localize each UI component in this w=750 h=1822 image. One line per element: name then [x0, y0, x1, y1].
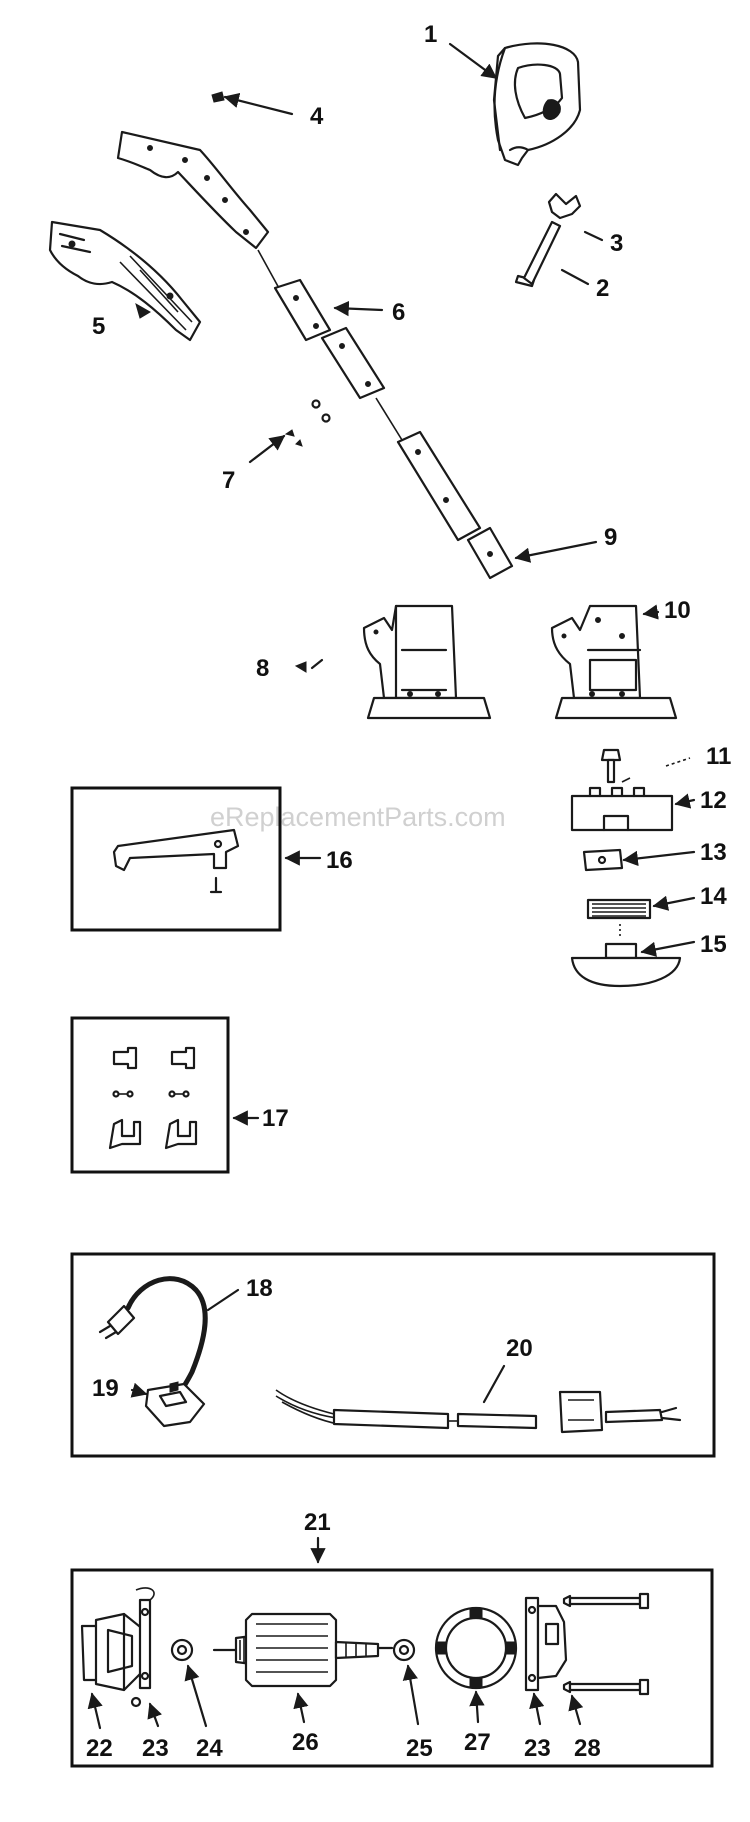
part-17-brush-kit: 17	[70, 1016, 289, 1174]
part-22-end-cap: 22	[80, 1612, 146, 1762]
callout-10: 10	[664, 597, 691, 624]
callout-23b: 23	[524, 1735, 551, 1762]
part-23-brush-holder-right: 23	[524, 1596, 568, 1762]
part-3-wing-nut: 3	[547, 192, 623, 257]
callout-9: 9	[604, 524, 617, 551]
part-7-screws-nuts: 7	[222, 399, 331, 494]
callout-27: 27	[464, 1729, 491, 1756]
callout-12: 12	[700, 787, 727, 814]
part-24-washer: 24	[170, 1638, 223, 1762]
callout-11: 11	[706, 743, 731, 770]
callout-3: 3	[610, 230, 623, 257]
callout-2: 2	[596, 275, 609, 302]
callout-18: 18	[246, 1275, 273, 1302]
part-28-through-bolts: 28	[562, 1592, 650, 1762]
callout-28: 28	[574, 1735, 601, 1762]
part-12-spool-housing: 12	[570, 786, 727, 832]
callout-23a: 23	[142, 1735, 169, 1762]
part-25-washer: 25	[392, 1638, 433, 1762]
callout-4: 4	[310, 103, 324, 130]
part-1-rear-handle: 1	[424, 21, 582, 167]
part-13-spring-clip: 13	[582, 839, 727, 872]
callout-19: 19	[92, 1375, 119, 1402]
part-2-bolt: 2	[514, 220, 609, 302]
callout-21: 21	[304, 1509, 331, 1536]
callout-26: 26	[292, 1729, 319, 1756]
part-23-brush-holder-left: 23	[130, 1587, 169, 1762]
upper-tube-assembly: 6 9	[257, 249, 617, 580]
motor-assembly-box: 22 23 24 26	[70, 1568, 714, 1768]
part-10-housing-right: 10	[550, 597, 691, 720]
part-16-kit-box: 16	[70, 786, 353, 932]
upper-handle-half	[116, 130, 270, 250]
part-5-grip-handle: 5	[48, 220, 202, 342]
callout-20: 20	[506, 1335, 533, 1362]
part-19-switch: 19	[92, 1375, 206, 1428]
part-4-screw: 4	[211, 91, 324, 130]
part-26-armature: 26	[212, 1612, 394, 1756]
part-14-spool: 14	[586, 883, 727, 936]
callout-15: 15	[700, 931, 727, 958]
watermark: eReplacementParts.com	[210, 802, 506, 832]
callout-16: 16	[326, 847, 353, 874]
part-18-power-cord: 18	[98, 1275, 273, 1403]
callout-1: 1	[424, 21, 437, 48]
callout-24: 24	[196, 1735, 223, 1762]
callout-22: 22	[86, 1735, 113, 1762]
part-21-motor-assembly-callout: 21	[304, 1509, 331, 1564]
callout-13: 13	[700, 839, 727, 866]
callout-17: 17	[262, 1105, 289, 1132]
callout-25: 25	[406, 1735, 433, 1762]
cord-switch-box: 18 19 20	[70, 1252, 716, 1458]
callout-5: 5	[92, 313, 105, 340]
callout-14: 14	[700, 883, 727, 910]
part-27-field-ring: 27	[434, 1606, 518, 1756]
part-11-knob: 11	[600, 743, 731, 784]
callout-8: 8	[256, 655, 269, 682]
callout-7: 7	[222, 467, 235, 494]
part-8-housing-left: 8	[256, 604, 492, 720]
part-15-spool-cover: 15	[570, 931, 727, 988]
callout-6: 6	[392, 299, 405, 326]
part-20-lead-wire: 20	[275, 1335, 682, 1434]
